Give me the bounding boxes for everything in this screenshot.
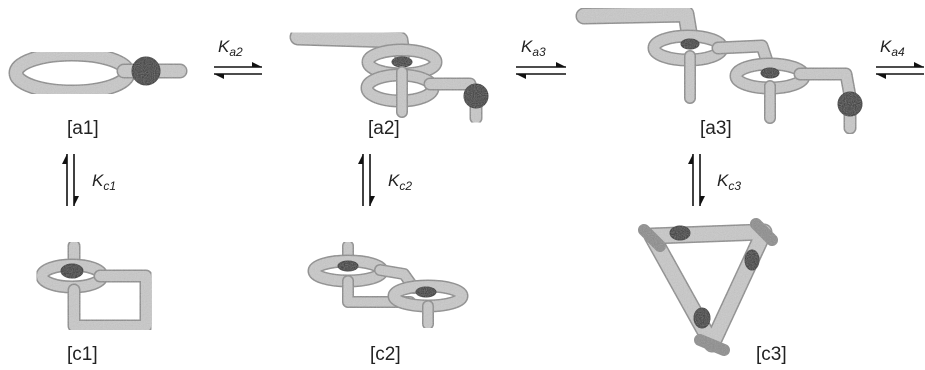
equilibrium-arrow-a1-c1 bbox=[62, 154, 79, 206]
molecule-c3 bbox=[638, 218, 778, 356]
bead bbox=[131, 56, 161, 86]
molecule-c1 bbox=[35, 239, 153, 333]
constant-ka2: Ka2 bbox=[218, 37, 243, 59]
constant-kc2: Kc2 bbox=[388, 171, 412, 193]
constant-ka4: Ka4 bbox=[880, 37, 905, 59]
molecule-a1 bbox=[8, 46, 188, 100]
constant-kc3: Kc3 bbox=[717, 171, 741, 193]
equilibrium-arrow-a2-a3 bbox=[516, 62, 566, 79]
label-c2: [c2] bbox=[370, 344, 401, 365]
constant-kc1: Kc1 bbox=[92, 171, 116, 193]
molecule-c2 bbox=[307, 240, 469, 330]
equilibrium-arrow-a3-a4 bbox=[876, 62, 924, 79]
equilibrium-arrow-a3-c3 bbox=[688, 154, 705, 206]
label-a3: [a3] bbox=[700, 118, 732, 139]
molecule-a3 bbox=[575, 5, 863, 135]
constant-ka3: Ka3 bbox=[521, 37, 546, 59]
label-c3: [c3] bbox=[756, 344, 787, 365]
equilibrium-arrow-a1-a2 bbox=[214, 62, 262, 79]
label-a2: [a2] bbox=[368, 118, 400, 139]
molecule-a2 bbox=[289, 28, 489, 125]
equilibrium-arrow-a2-c2 bbox=[358, 154, 375, 206]
label-a1: [a1] bbox=[67, 118, 99, 139]
label-c1: [c1] bbox=[67, 344, 98, 365]
